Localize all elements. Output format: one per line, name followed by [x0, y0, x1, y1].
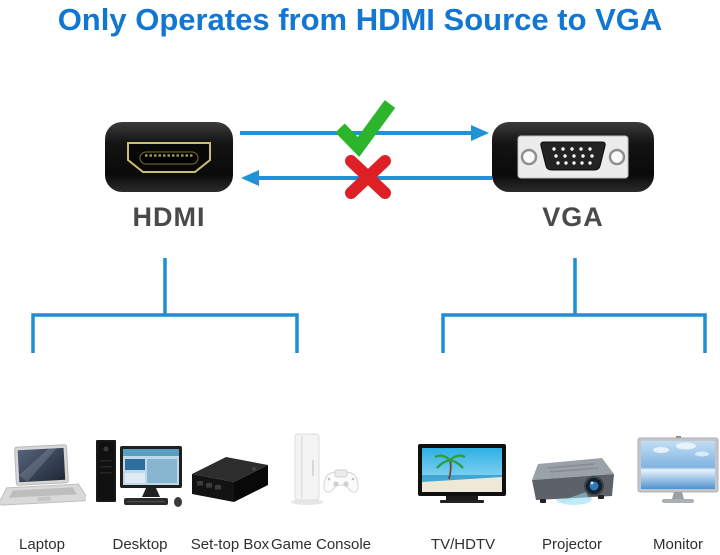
device-label-laptop: Laptop — [19, 536, 65, 553]
hdmi-label: HDMI — [132, 202, 206, 232]
vga-connector-icon — [492, 122, 654, 192]
device-label-settop-box: Set-top Box — [190, 536, 270, 553]
desktop-icon — [94, 432, 186, 508]
device-tv: TV/HDTV — [415, 432, 511, 553]
device-projector: Projector — [524, 432, 620, 553]
device-game-console: Game Console — [270, 432, 372, 553]
device-label-monitor: Monitor — [652, 536, 704, 553]
hdmi-to-vga-arrow — [240, 125, 489, 141]
device-label-desktop: Desktop — [112, 536, 168, 553]
settop-box-icon — [190, 432, 270, 508]
device-laptop: Laptop — [0, 432, 90, 553]
laptop-icon — [0, 432, 86, 508]
checkmark-icon — [335, 100, 396, 158]
vga-devices-bracket — [441, 258, 707, 353]
hdmi-devices-bracket — [31, 258, 299, 353]
hdmi-connector-icon — [105, 122, 233, 192]
device-label-projector: Projector — [541, 536, 603, 553]
device-label-game-console: Game Console — [270, 536, 372, 553]
vga-label: VGA — [542, 202, 604, 232]
device-desktop: Desktop — [92, 432, 188, 553]
projector-icon — [528, 432, 616, 508]
monitor-icon — [636, 432, 720, 508]
game-console-icon — [279, 432, 363, 508]
vga-to-hdmi-arrow — [241, 170, 492, 186]
page-title: Only Operates from HDMI Source to VGA — [57, 2, 663, 37]
cross-icon — [345, 155, 391, 199]
tv-icon — [418, 432, 508, 508]
device-settop-box: Set-top Box — [182, 432, 278, 553]
device-label-tv: TV/HDTV — [430, 536, 496, 553]
device-monitor: Monitor — [630, 432, 720, 553]
